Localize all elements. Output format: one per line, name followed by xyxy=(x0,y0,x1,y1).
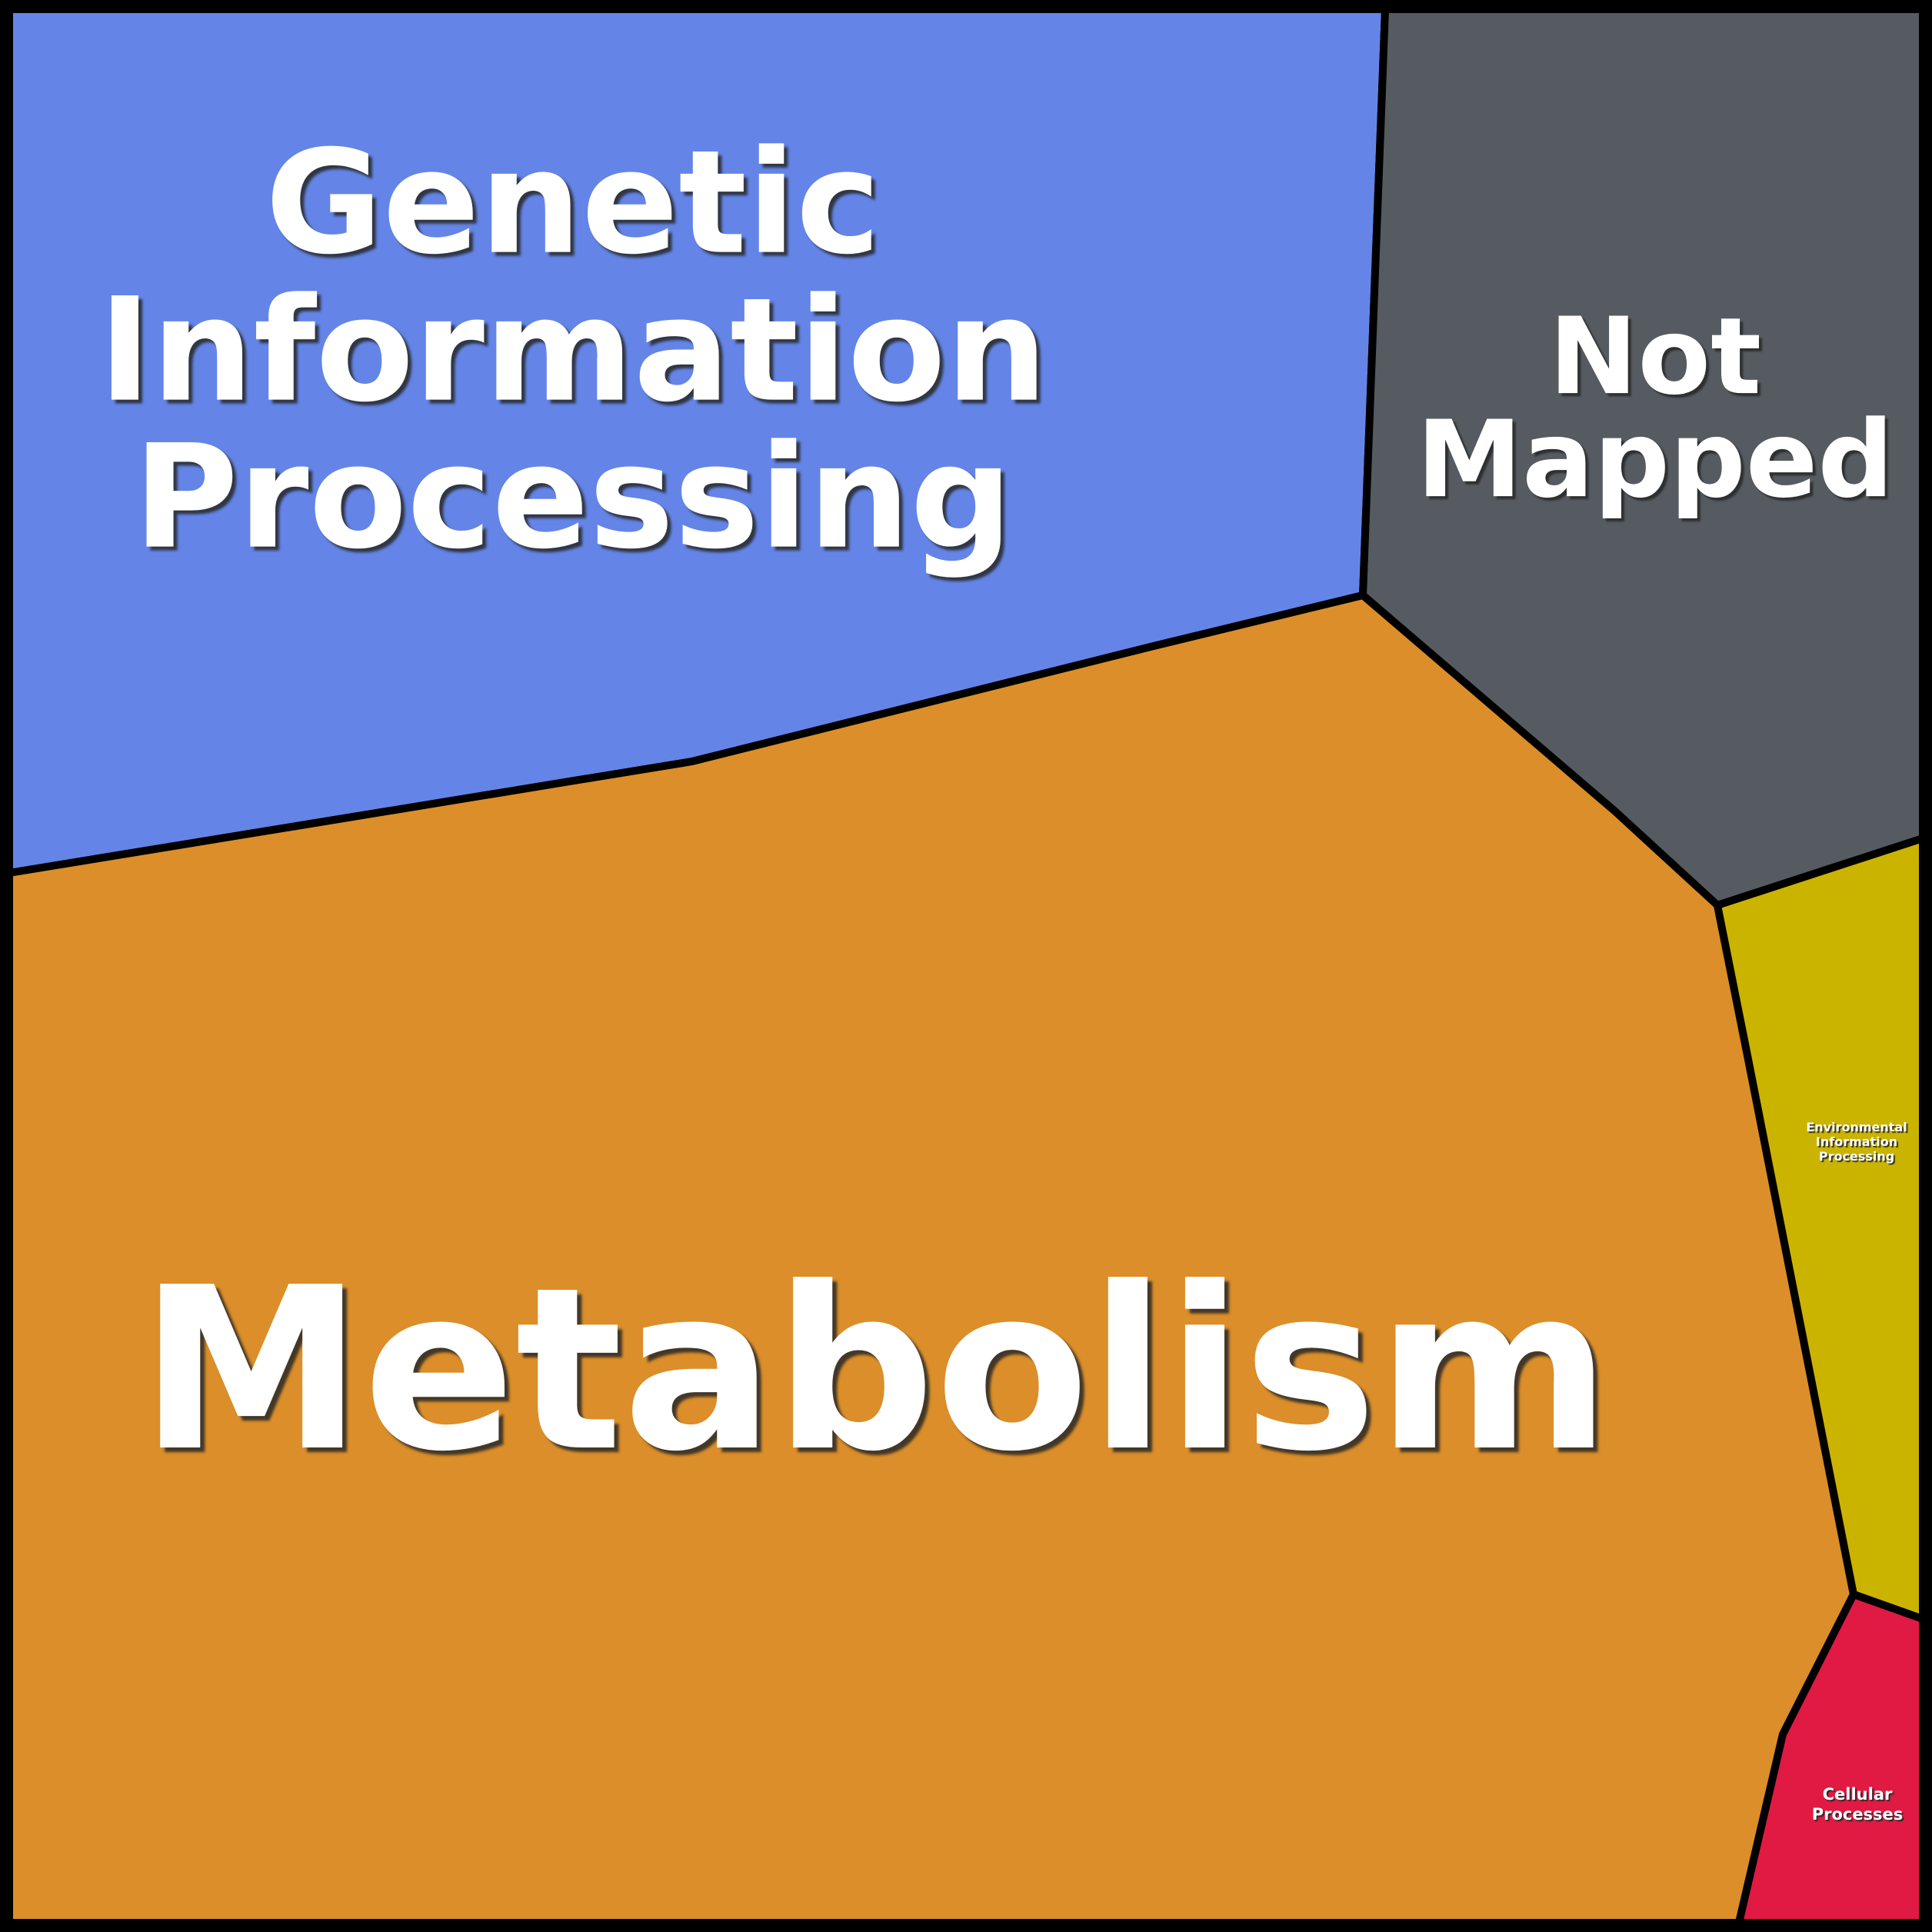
voronoi-treemap: Genetic Information Processing Not Mappe… xyxy=(9,9,1923,1923)
treemap-canvas xyxy=(9,9,1923,1923)
